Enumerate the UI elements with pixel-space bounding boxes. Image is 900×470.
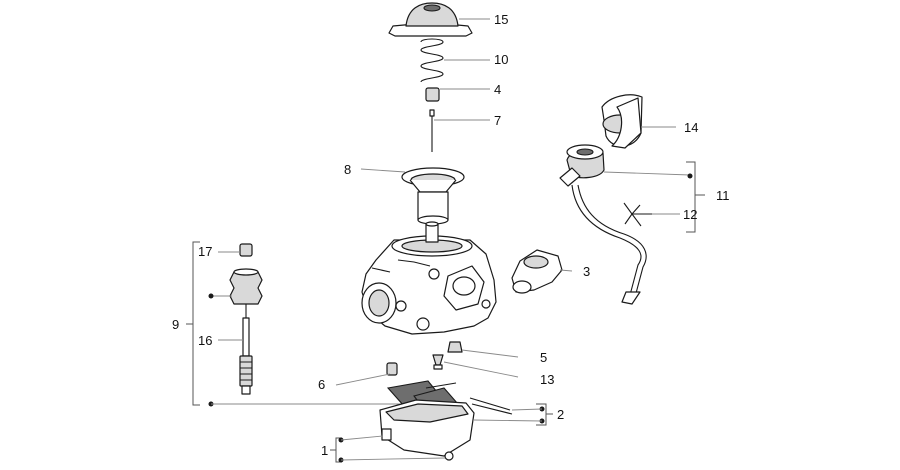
callout-1: 1 bbox=[321, 443, 328, 458]
callout-9: 9 bbox=[172, 317, 179, 332]
part-main-jet bbox=[447, 341, 463, 353]
part-needle-retainer bbox=[425, 87, 440, 102]
callout-13: 13 bbox=[540, 372, 554, 387]
part-small-plug bbox=[386, 362, 398, 376]
callout-5: 5 bbox=[540, 350, 547, 365]
part-float-bowl bbox=[379, 399, 475, 461]
callout-12: 12 bbox=[683, 207, 697, 222]
part-spring bbox=[420, 38, 444, 83]
part-jet-needle bbox=[429, 109, 435, 152]
callout-11: 11 bbox=[716, 188, 730, 203]
callout-17: 17 bbox=[198, 244, 212, 259]
callout-10: 10 bbox=[494, 52, 508, 67]
part-carburetor-body bbox=[361, 221, 497, 335]
part-rubber-boot bbox=[229, 268, 263, 305]
bracket-group-1 bbox=[330, 435, 446, 463]
part-diaphragm-slide bbox=[401, 167, 465, 225]
callout-3: 3 bbox=[583, 264, 590, 279]
callout-7: 7 bbox=[494, 113, 501, 128]
callout-4: 4 bbox=[494, 82, 501, 97]
callout-8: 8 bbox=[344, 162, 351, 177]
part-clip bbox=[623, 202, 652, 227]
callout-14: 14 bbox=[684, 120, 698, 135]
callout-16: 16 bbox=[198, 333, 212, 348]
callout-6: 6 bbox=[318, 377, 325, 392]
callout-2: 2 bbox=[557, 407, 564, 422]
part-cap bbox=[239, 243, 253, 257]
bracket-group-11 bbox=[686, 161, 705, 233]
part-rubber-sleeve bbox=[601, 94, 643, 149]
part-cable-adjuster bbox=[239, 304, 253, 395]
bracket-group-9 bbox=[186, 241, 420, 407]
bracket-group-2 bbox=[473, 403, 553, 426]
callout-15: 15 bbox=[494, 12, 508, 27]
part-starter-assembly bbox=[559, 144, 647, 305]
part-top-cover bbox=[388, 2, 473, 37]
part-float-valve bbox=[432, 354, 444, 370]
part-throttle-cover bbox=[511, 249, 563, 294]
callout-labels: 15 10 4 7 14 8 11 12 17 3 9 16 5 6 13 2 … bbox=[172, 12, 730, 458]
